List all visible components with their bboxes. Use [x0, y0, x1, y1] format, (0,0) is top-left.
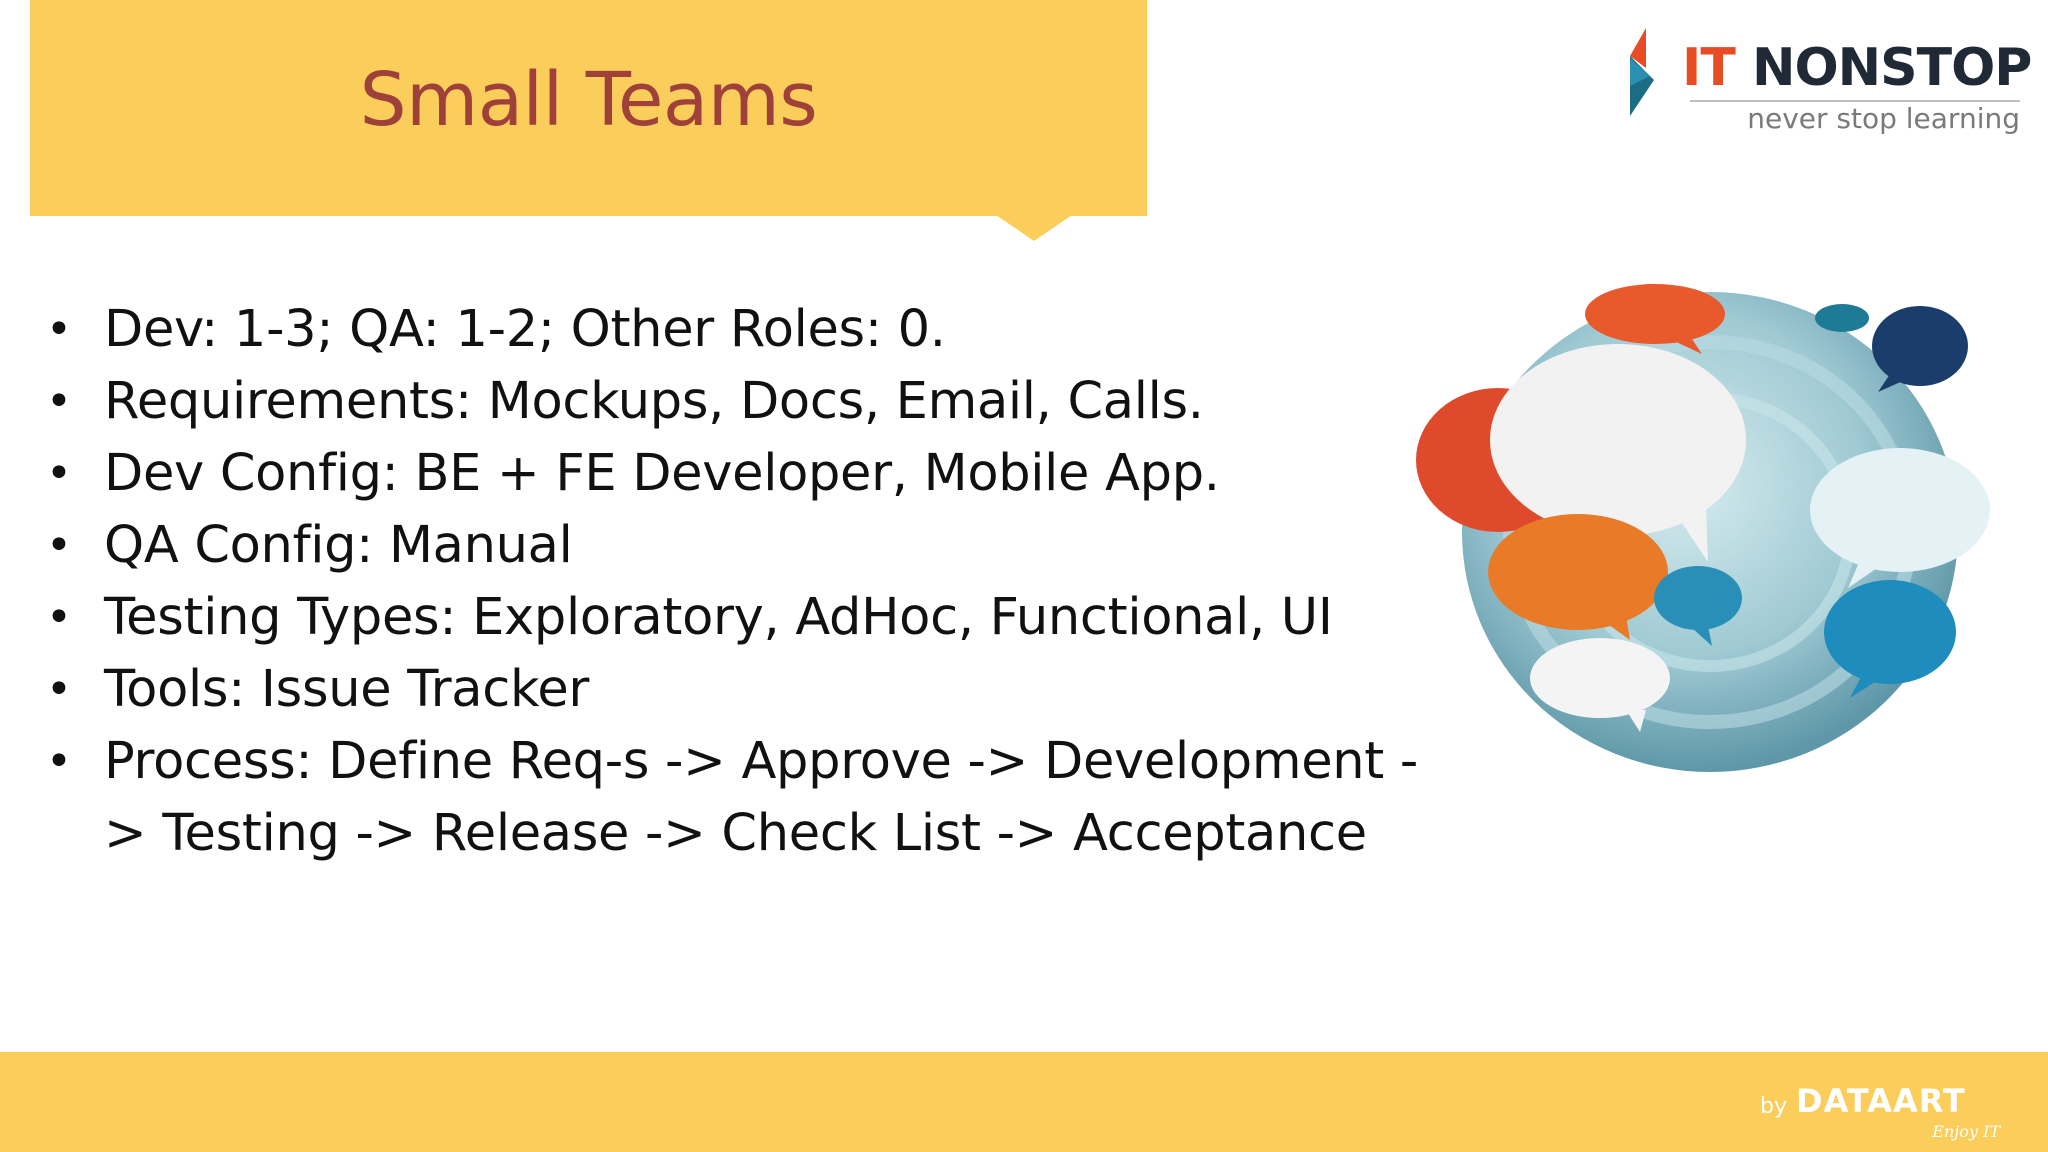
footer-sub-text: Enjoy IT	[1932, 1122, 2000, 1141]
footer-brand-text: DATAART	[1796, 1082, 1966, 1120]
footer-by-text: by	[1760, 1094, 1787, 1119]
slide-title: Small Teams	[359, 57, 818, 143]
list-item: • Tools: Issue Tracker	[40, 654, 1420, 726]
bullet-list: • Dev: 1-3; QA: 1-2; Other Roles: 0. • Req…	[40, 294, 1420, 870]
dataart-logo: by DATAART Enjoy IT	[1760, 1082, 2020, 1142]
title-banner: Small Teams	[30, 0, 1147, 216]
bullet-dot-icon: •	[46, 304, 72, 355]
nonstop-logo-icon	[1630, 28, 1654, 116]
it-nonstop-logo: IT NONSTOP never stop learning	[1620, 24, 2032, 144]
bullet-text: Testing Types: Exploratory, AdHoc, Funct…	[104, 588, 1333, 647]
logo-wordmark: IT NONSTOP	[1682, 38, 2032, 98]
bullet-dot-icon: •	[46, 592, 72, 643]
bullet-text: Dev: 1-3; QA: 1-2; Other Roles: 0.	[104, 300, 946, 359]
list-item: • Testing Types: Exploratory, AdHoc, Func…	[40, 582, 1420, 654]
bullet-text: QA Config: Manual	[104, 516, 573, 575]
speech-bubbles-globe-icon	[1416, 284, 1990, 772]
bullet-text: Tools: Issue Tracker	[104, 660, 590, 719]
logo-tagline: never stop learning	[1747, 102, 2020, 135]
footer-bar: by DATAART Enjoy IT	[0, 1052, 2048, 1152]
bullet-dot-icon: •	[46, 664, 72, 715]
list-item: • Dev Config: BE + FE Developer, Mobile A…	[40, 438, 1420, 510]
bullet-text: Dev Config: BE + FE Developer, Mobile Ap…	[104, 444, 1220, 503]
bullet-dot-icon: •	[46, 736, 72, 787]
list-item: • Process: Define Req-s -> Approve -> Dev…	[40, 726, 1420, 870]
logo-divider	[1690, 100, 2020, 102]
bullet-dot-icon: •	[46, 448, 72, 499]
list-item: • Dev: 1-3; QA: 1-2; Other Roles: 0.	[40, 294, 1420, 366]
bullet-text: Process: Define Req-s -> Approve -> Deve…	[104, 732, 1419, 863]
bullet-dot-icon: •	[46, 520, 72, 571]
list-item: • QA Config: Manual	[40, 510, 1420, 582]
bullet-dot-icon: •	[46, 376, 72, 427]
title-banner-notch	[996, 215, 1072, 241]
logo-nonstop-text: NONSTOP	[1751, 38, 2032, 98]
list-item: • Requirements: Mockups, Docs, Email, Cal…	[40, 366, 1420, 438]
bullet-text: Requirements: Mockups, Docs, Email, Call…	[104, 372, 1204, 431]
logo-it-text: IT	[1682, 38, 1736, 98]
